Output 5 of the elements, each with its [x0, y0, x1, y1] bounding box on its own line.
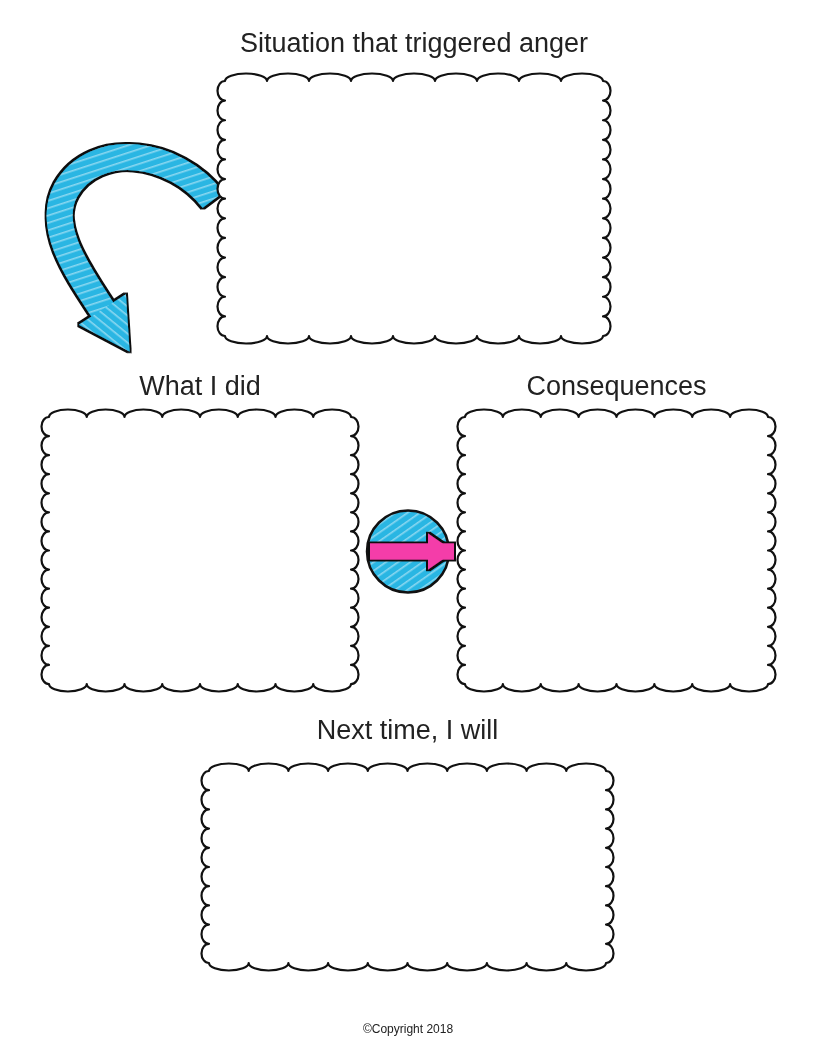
heading: Next time, I will	[316, 714, 499, 747]
heading: Situation that triggered anger	[239, 27, 589, 60]
heading: Consequences	[526, 370, 707, 403]
heading: What I did	[139, 370, 261, 403]
copyright-notice: ©Copyright 2018	[362, 1021, 454, 1037]
